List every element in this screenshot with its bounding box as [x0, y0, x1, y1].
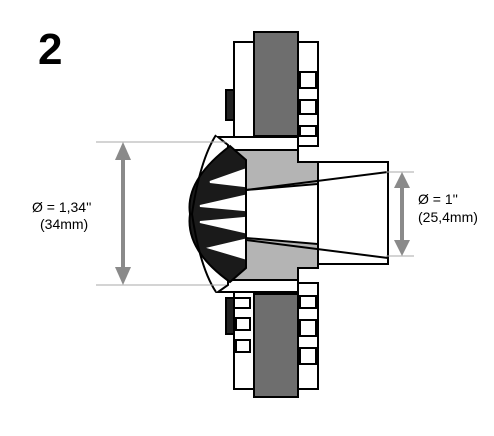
tweeter-dome: [188, 144, 247, 284]
throat-taper-bottom: [245, 239, 389, 259]
magnet-upper: [253, 31, 299, 137]
backplate-upper: [297, 41, 319, 147]
vent-slot: [299, 295, 317, 309]
throat-diameter-label: Ø = 1'': [418, 191, 458, 207]
dimension-guides: [96, 141, 414, 286]
magnet-lower: [253, 293, 299, 398]
vent-slot: [299, 99, 317, 115]
step-number: 2: [38, 25, 62, 74]
gasket-notch: [235, 317, 251, 331]
vent-slot: [299, 319, 317, 337]
terminal-lower: [225, 297, 235, 335]
dome-surround: [190, 134, 217, 293]
throat-diameter-arrow: [394, 172, 410, 256]
dome-rays: [199, 168, 245, 260]
rear-throat: [317, 161, 389, 265]
vent-slot: [299, 125, 317, 137]
tweeter-cross-section: [188, 31, 389, 398]
housing-upper-left: [233, 41, 255, 138]
gasket-notch: [233, 297, 251, 309]
dome-diameter-metric: (34mm): [40, 216, 88, 232]
throat-taper-top: [245, 171, 389, 191]
terminal-upper: [225, 89, 235, 121]
vent-slot: [299, 71, 317, 89]
dome-diameter-arrow: [115, 142, 131, 285]
dome-diameter-label: Ø = 1,34'': [32, 199, 91, 215]
gasket-notch: [235, 339, 251, 353]
throat-diameter-metric: (25,4mm): [418, 209, 478, 225]
vent-slot: [299, 347, 317, 365]
